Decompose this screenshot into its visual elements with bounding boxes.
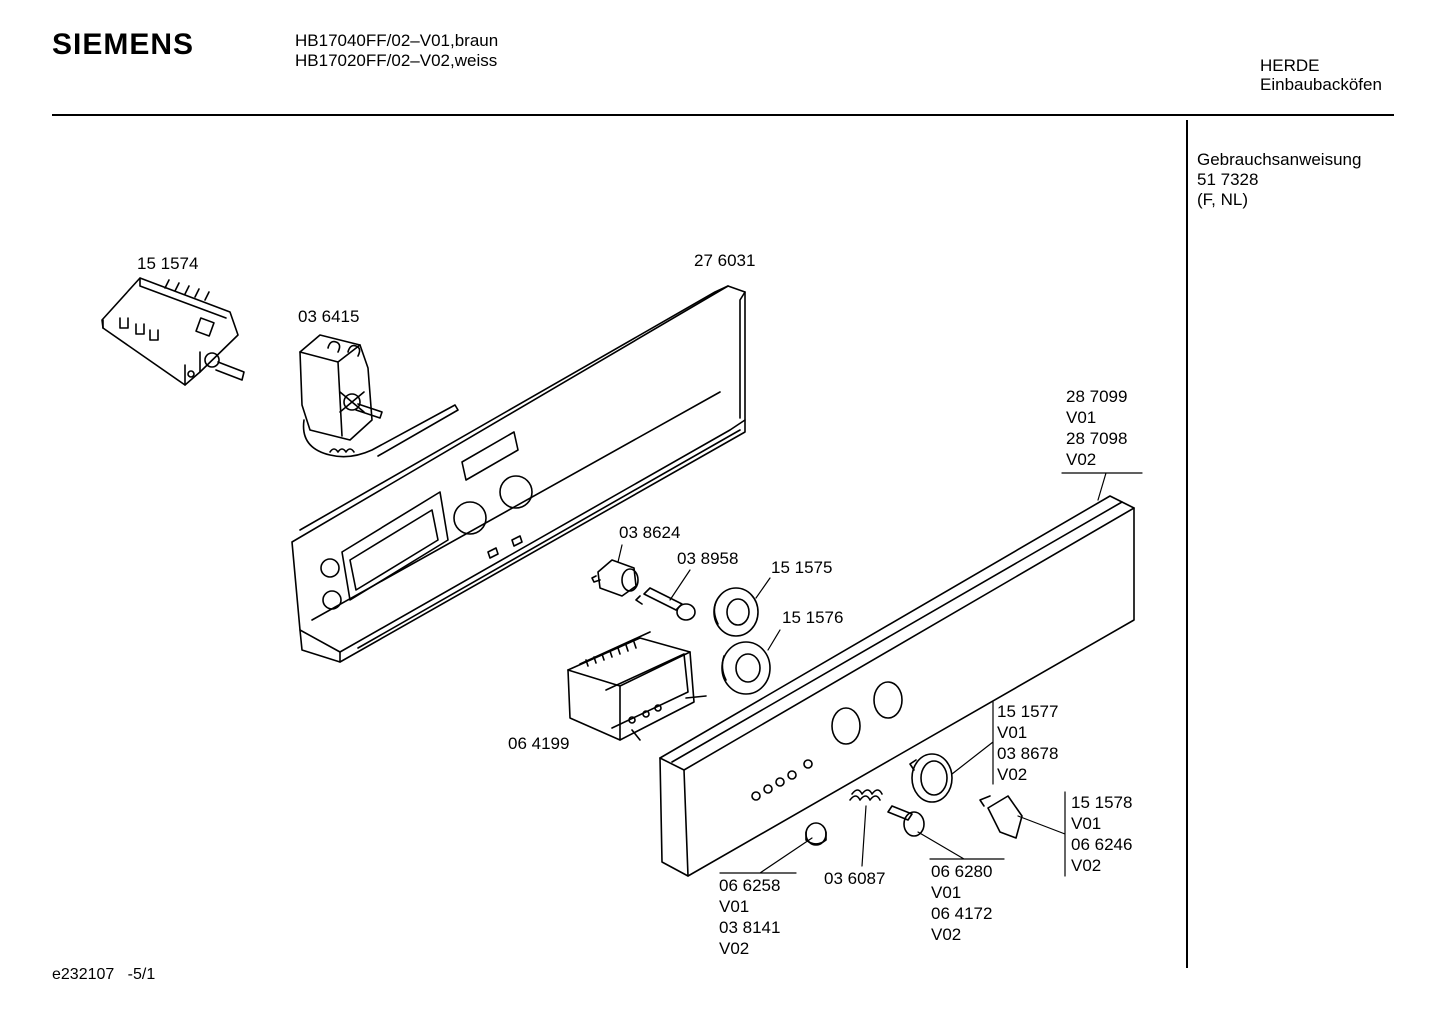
category-line-2: Einbaubacköfen (1260, 75, 1382, 94)
label-287098-v02: V02 (1066, 450, 1097, 469)
leader-lines (617, 472, 1143, 877)
label-066280: 06 6280 (931, 862, 993, 881)
part-thermostat-036415 (299, 334, 459, 458)
label-064172-v02: V02 (931, 925, 962, 944)
label-066280-v01: V01 (931, 883, 962, 902)
label-066246-v02: V02 (1071, 856, 1102, 875)
label-287098: 28 7098 (1066, 429, 1128, 448)
label-151577: 15 1577 (997, 702, 1059, 721)
label-151578: 15 1578 (1071, 793, 1133, 812)
label-151575: 15 1575 (771, 558, 833, 577)
label-287099: 28 7099 (1066, 387, 1128, 406)
label-038958: 03 8958 (677, 549, 739, 568)
footer-code: e232107 -5/1 (52, 966, 155, 984)
brand-logo: SIEMENS (52, 28, 195, 61)
manual-languages: (F, NL) (1197, 190, 1248, 209)
page-number: -5/1 (127, 966, 156, 983)
label-151574: 15 1574 (137, 254, 199, 273)
part-button-066258 (805, 822, 827, 846)
part-lamp-038958 (635, 587, 696, 621)
part-frame-276031 (291, 285, 746, 663)
label-064172: 06 4172 (931, 904, 993, 923)
label-276031: 27 6031 (694, 251, 756, 270)
sidebar-divider (1186, 120, 1188, 968)
model-line-2: HB17020FF/02–V02,weiss (295, 51, 498, 70)
label-064199: 06 4199 (508, 734, 570, 753)
category-line-1: HERDE (1260, 56, 1320, 75)
part-switch-151574 (101, 277, 245, 386)
part-lamp-holder-038624 (591, 559, 639, 597)
drawing-code: e232107 (52, 966, 115, 983)
label-151578-v01: V01 (1071, 814, 1102, 833)
part-ring-151576 (721, 641, 771, 695)
label-066258-v01: V01 (719, 897, 750, 916)
label-038678: 03 8678 (997, 744, 1059, 763)
label-066258: 06 6258 (719, 876, 781, 895)
part-shaft-066280 (887, 805, 925, 837)
label-066246: 06 6246 (1071, 835, 1133, 854)
label-151576: 15 1576 (782, 608, 844, 627)
model-line-1: HB17040FF/02–V01,braun (295, 31, 499, 50)
label-151577-v01: V01 (997, 723, 1028, 742)
part-knob-151578 (979, 795, 1023, 839)
label-038678-v02: V02 (997, 765, 1028, 784)
part-ring-151575 (713, 587, 759, 637)
manual-number: 51 7328 (1197, 170, 1259, 189)
label-038141-v02: V02 (719, 939, 750, 958)
label-038141: 03 8141 (719, 918, 781, 937)
manual-label: Gebrauchsanweisung (1197, 150, 1362, 169)
part-knob-ring-151577 (909, 753, 953, 803)
part-timer-064199 (567, 631, 707, 741)
header-divider (52, 114, 1394, 116)
part-fascia-287099 (659, 495, 1135, 877)
label-287099-v01: V01 (1066, 408, 1097, 427)
part-spring-036087 (849, 789, 883, 801)
label-036415: 03 6415 (298, 307, 360, 326)
label-038624: 03 8624 (619, 523, 681, 542)
label-036087: 03 6087 (824, 869, 886, 888)
